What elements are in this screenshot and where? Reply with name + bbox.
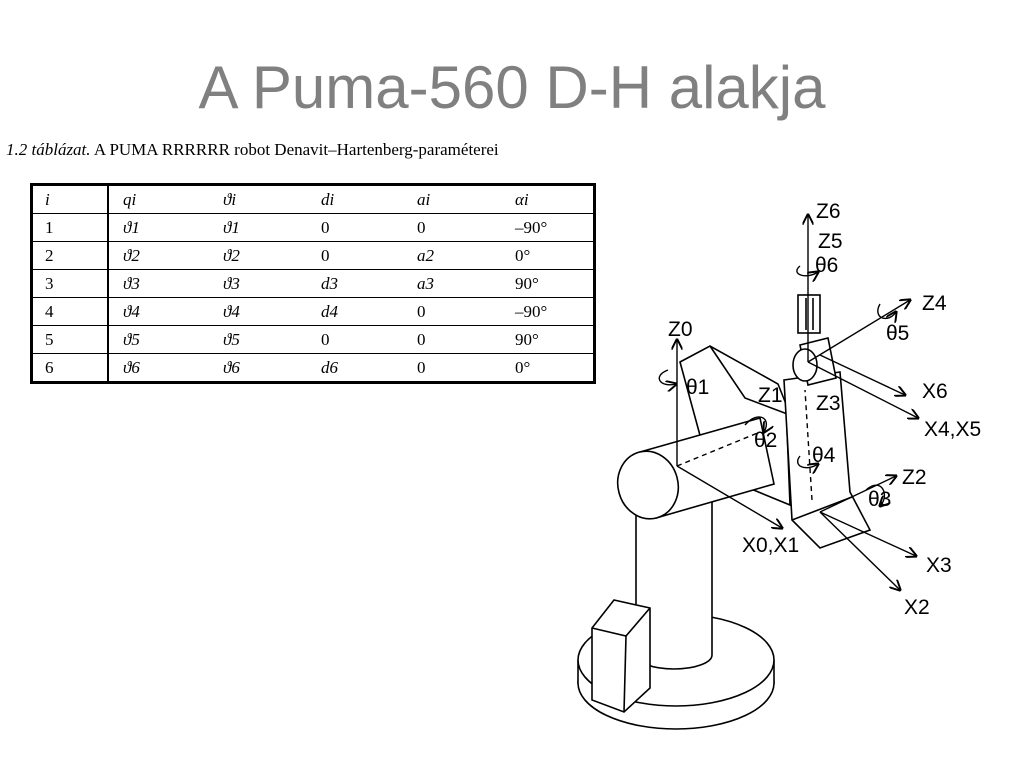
robot-body xyxy=(577,294,872,730)
label-theta3: θ3 xyxy=(868,488,891,511)
caption-number: 1.2 táblázat. xyxy=(6,140,91,159)
x3-axis xyxy=(819,511,916,556)
cell-col-i: 1 xyxy=(31,213,109,242)
label-z2: Z2 xyxy=(902,466,927,489)
cell-col-theta: ϑ4 xyxy=(209,297,307,326)
label-z4: Z4 xyxy=(922,292,947,315)
header-col-theta: ϑi xyxy=(209,184,307,214)
cell-col-alpha: –90° xyxy=(501,213,595,242)
label-x6: X6 xyxy=(922,380,948,403)
cell-col-q: ϑ2 xyxy=(108,241,209,270)
cell-col-theta: ϑ5 xyxy=(209,325,307,354)
theta4-arrow xyxy=(797,455,818,468)
cell-col-theta: ϑ3 xyxy=(209,269,307,298)
label-theta6: θ6 xyxy=(815,254,838,277)
x45-axis xyxy=(807,361,918,418)
cell-col-alpha: 90° xyxy=(501,325,595,354)
cell-col-i: 6 xyxy=(31,353,109,383)
theta3-arrow xyxy=(865,484,884,506)
z2-axis xyxy=(819,476,896,513)
cell-col-i: 2 xyxy=(31,241,109,270)
gripper xyxy=(797,294,821,334)
label-theta2: θ2 xyxy=(754,429,777,452)
puma-robot-diagram: Z6 Z5 θ6 Z4 θ5 Z0 θ1 Z1 Z3 X6 X4,X5 θ2 θ… xyxy=(577,200,981,730)
cell-col-a: 0 xyxy=(403,213,501,242)
theta1-arrow xyxy=(658,369,676,385)
label-x2: X2 xyxy=(904,596,930,619)
cell-col-i: 4 xyxy=(31,297,109,326)
cell-col-a: 0 xyxy=(417,357,426,377)
control-box xyxy=(591,599,651,713)
cell-col-q: ϑ1 xyxy=(108,213,209,242)
header-col-d: di xyxy=(307,184,403,214)
z1-axis xyxy=(676,431,761,467)
cell-col-i: 5 xyxy=(31,325,109,354)
control-box-corner xyxy=(623,635,627,713)
cell-col-theta: ϑ1 xyxy=(209,213,307,242)
cell-col-d: d4 xyxy=(307,297,403,326)
x0-axis xyxy=(676,465,782,528)
x6-axis xyxy=(819,354,905,395)
wrist-joint xyxy=(792,348,818,382)
x2-axis xyxy=(819,511,900,590)
cell-col-a: 0 xyxy=(403,297,501,326)
label-x4-x5: X4,X5 xyxy=(924,418,981,441)
diagram-labels: Z6 Z5 θ6 Z4 θ5 Z0 θ1 Z1 Z3 X6 X4,X5 θ2 θ… xyxy=(668,200,981,619)
cell-col-a: 0 xyxy=(403,325,501,354)
label-theta5: θ5 xyxy=(886,322,909,345)
label-z1: Z1 xyxy=(758,384,783,407)
table-caption: 1.2 táblázat. A PUMA RRRRRR robot Denavi… xyxy=(6,140,499,160)
cell-col-q: ϑ4 xyxy=(108,297,209,326)
label-z3: Z3 xyxy=(816,392,841,415)
cell-col-d: 0 xyxy=(307,325,403,354)
cell-col-d: 0 xyxy=(307,213,403,242)
cell-col-a: a3 xyxy=(403,269,501,298)
shoulder-box-edge xyxy=(709,345,791,416)
cell-col-q: ϑ5 xyxy=(108,325,209,354)
header-col-i: i xyxy=(31,184,109,214)
cell-col-theta: ϑ6 xyxy=(223,357,240,377)
theta6-arrow xyxy=(796,265,818,276)
theta5-arrow xyxy=(877,303,896,318)
slide-title: A Puma-560 D-H alakja xyxy=(198,54,826,121)
cell-col-q: ϑ6 xyxy=(123,357,140,377)
label-x0-x1: X0,X1 xyxy=(742,534,799,557)
cell-col-a: a2 xyxy=(403,241,501,270)
cell-col-alpha: 90° xyxy=(501,269,595,298)
header-col-alpha: αi xyxy=(501,184,595,214)
label-z5: Z5 xyxy=(818,230,843,253)
label-z0: Z0 xyxy=(668,318,693,341)
header-col-q: qi xyxy=(108,184,209,214)
cell-col-i: 3 xyxy=(31,269,109,298)
cell-col-alpha: 0° xyxy=(501,241,595,270)
theta2-arrow xyxy=(744,416,766,432)
cell-col-d: d6 xyxy=(321,357,338,377)
table-row: 6 ϑ6 ϑ6 d6 0 0° xyxy=(31,353,595,383)
cell-col-d: 0 xyxy=(307,241,403,270)
z3-axis xyxy=(804,389,813,501)
upper-arm-end xyxy=(616,450,680,520)
cell-col-alpha: 0° xyxy=(515,357,531,377)
label-theta1: θ1 xyxy=(686,376,709,399)
label-theta4: θ4 xyxy=(812,444,836,467)
caption-text: A PUMA RRRRRR robot Denavit–Hartenberg-p… xyxy=(93,140,499,159)
header-col-a: ai xyxy=(403,184,501,214)
cell-col-alpha: –90° xyxy=(501,297,595,326)
cell-col-q: ϑ3 xyxy=(108,269,209,298)
label-x3: X3 xyxy=(926,554,952,577)
label-z6: Z6 xyxy=(816,200,841,223)
cell-col-theta: ϑ2 xyxy=(209,241,307,270)
coordinate-frames xyxy=(658,215,918,590)
cell-col-d: d3 xyxy=(307,269,403,298)
